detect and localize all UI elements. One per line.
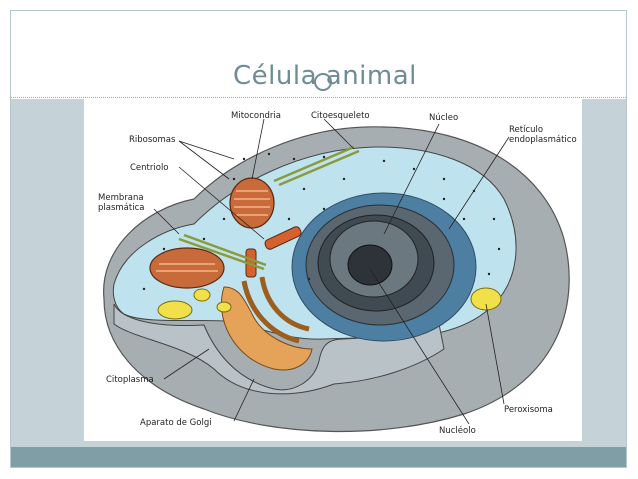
label-golgi: Aparato de Golgi <box>140 418 212 428</box>
label-nucleo: Núcleo <box>429 113 459 123</box>
vesicle-c <box>216 301 232 313</box>
golgi-apparatus <box>220 286 313 371</box>
mitochondrion-top <box>229 177 275 229</box>
label-reticulo-line1: Retículo <box>509 125 544 135</box>
title-ring-icon <box>314 73 332 91</box>
label-reticulo-line2: endoplasmático <box>509 135 577 145</box>
slide-footer-band <box>11 447 626 467</box>
nucleolus <box>347 244 393 286</box>
mitochondrion-left <box>149 247 225 289</box>
centriole-a <box>264 226 302 250</box>
cytoskeleton-fiber <box>178 145 360 271</box>
animal-cell-diagram: Mitocondria Citoesqueleto Núcleo Retícul… <box>84 99 582 441</box>
label-peroxisoma: Peroxisoma <box>504 405 553 415</box>
label-citoplasma: Citoplasma <box>106 375 154 385</box>
label-mitocondria: Mitocondria <box>231 111 281 121</box>
label-ribosomas: Ribosomas <box>129 135 176 145</box>
peroxisome <box>470 287 502 311</box>
leader-lines <box>153 118 510 425</box>
label-membrana-line2: plasmática <box>98 203 145 213</box>
label-membrana-line1: Membrana <box>98 193 144 203</box>
header-divider <box>11 97 626 98</box>
label-nucleolo: Nucléolo <box>439 426 476 436</box>
vesicle-a <box>157 300 193 320</box>
ribosomes <box>142 152 501 291</box>
label-citoesqueleto: Citoesqueleto <box>311 111 370 121</box>
slide: Célula animal <box>10 10 627 468</box>
slide-header-area <box>11 11 626 97</box>
slide-title: Célula animal <box>233 61 417 91</box>
label-centriolo: Centriolo <box>130 163 169 173</box>
vesicle-b <box>193 288 211 302</box>
cell-illustration <box>103 118 570 433</box>
